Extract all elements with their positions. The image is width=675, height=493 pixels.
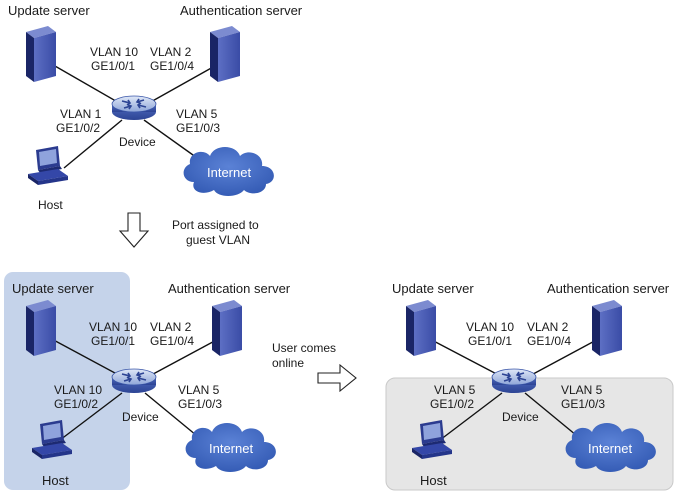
authentication-server-icon <box>592 300 622 356</box>
host-label: Host <box>42 473 69 488</box>
switch-icon <box>111 368 157 394</box>
host-vlan-label: VLAN 5 <box>434 383 476 397</box>
host-vlan-label: VLAN 10 <box>54 383 102 397</box>
switch-icon <box>491 368 537 394</box>
authentication-server-label: Authentication server <box>168 281 291 296</box>
device-label: Device <box>502 410 539 424</box>
device-label: Device <box>122 410 159 424</box>
update-server-label: Update server <box>12 281 94 296</box>
arrow-down-icon <box>119 212 149 248</box>
host-port-label: GE1/0/2 <box>56 121 100 135</box>
update-server-icon <box>406 300 436 356</box>
authentication-server-icon <box>212 300 242 356</box>
transition-right-line1: User comes <box>272 341 336 355</box>
host-pc-icon <box>28 146 68 185</box>
device-label: Device <box>119 135 156 149</box>
host-label: Host <box>38 198 63 212</box>
bottom-right-diagram: Update server Authentication server VLAN… <box>392 281 670 488</box>
internet-vlan-label: VLAN 5 <box>178 383 220 397</box>
host-port-label: GE1/0/2 <box>430 397 474 411</box>
transition-down-line2: guest VLAN <box>186 233 250 247</box>
update-port-label: GE1/0/1 <box>91 334 135 348</box>
auth-port-label: GE1/0/4 <box>150 59 194 73</box>
authentication-server-label: Authentication server <box>180 3 303 18</box>
host-label: Host <box>420 473 447 488</box>
host-port-label: GE1/0/2 <box>54 397 98 411</box>
update-port-label: GE1/0/1 <box>468 334 512 348</box>
internet-port-label: GE1/0/3 <box>176 121 220 135</box>
update-server-icon <box>26 300 56 356</box>
arrow-right-icon <box>317 364 357 392</box>
auth-vlan-label: VLAN 2 <box>150 45 192 59</box>
guest-vlan-region <box>4 272 130 490</box>
update-port-label: GE1/0/1 <box>91 59 135 73</box>
internet-vlan-label: VLAN 5 <box>561 383 603 397</box>
internet-label: Internet <box>588 441 632 456</box>
update-server-icon <box>26 26 56 82</box>
transition-down-line1: Port assigned to <box>172 218 259 232</box>
auth-vlan-label: VLAN 2 <box>527 320 569 334</box>
update-vlan-label: VLAN 10 <box>89 320 137 334</box>
top-diagram: Update server Authentication server VLAN… <box>8 3 303 212</box>
internet-port-label: GE1/0/3 <box>178 397 222 411</box>
internet-vlan-label: VLAN 5 <box>176 107 218 121</box>
update-vlan-label: VLAN 10 <box>90 45 138 59</box>
internet-label: Internet <box>207 165 251 180</box>
authentication-server-icon <box>210 26 240 82</box>
update-server-label: Update server <box>8 3 90 18</box>
host-vlan-label: VLAN 1 <box>60 107 102 121</box>
update-vlan-label: VLAN 10 <box>466 320 514 334</box>
auth-port-label: GE1/0/4 <box>527 334 571 348</box>
auth-port-label: GE1/0/4 <box>150 334 194 348</box>
update-server-label: Update server <box>392 281 474 296</box>
authentication-server-label: Authentication server <box>547 281 670 296</box>
transition-right-line2: online <box>272 356 304 370</box>
bottom-left-diagram: Update server Authentication server VLAN… <box>12 281 291 488</box>
internet-label: Internet <box>209 441 253 456</box>
internet-port-label: GE1/0/3 <box>561 397 605 411</box>
switch-icon <box>111 95 157 121</box>
auth-vlan-label: VLAN 2 <box>150 320 192 334</box>
